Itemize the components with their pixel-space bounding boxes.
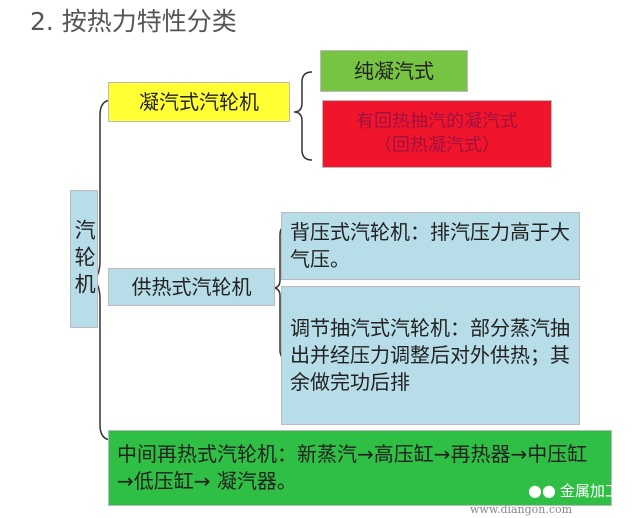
root-node: 汽轮机 [70,190,98,328]
condensing-node: 凝汽式汽轮机 [108,82,290,122]
reheat-node: 中间再热式汽轮机：新蒸汽→高压缸→再热器→中压缸→低压缸→ 凝汽器。 [108,430,612,506]
regenerative-line2: （回热凝汽式） [374,135,500,156]
back-pressure-node: 背压式汽轮机：排汽压力高于大气压。 [281,212,580,280]
wechat-icon: ●● [528,481,556,500]
pure-condensing-node: 纯凝汽式 [320,50,468,92]
watermark: ●● 金属加工 [528,480,620,501]
regenerative-line1: 有回热抽汽的凝汽式 [356,110,518,132]
extraction-node: 调节抽汽式汽轮机：部分蒸汽抽出并经压力调整后对外供热；其余做完功后排 [281,286,580,425]
heating-node: 供热式汽轮机 [108,268,275,306]
regenerative-condensing-node: 有回热抽汽的凝汽式 （回热凝汽式） [322,100,552,168]
page-title: 2. 按热力特性分类 [30,7,237,36]
watermark-site: www.diangon.com [470,503,573,516]
watermark-brand: 金属加工 [559,482,620,500]
condensing-brace [293,71,313,161]
